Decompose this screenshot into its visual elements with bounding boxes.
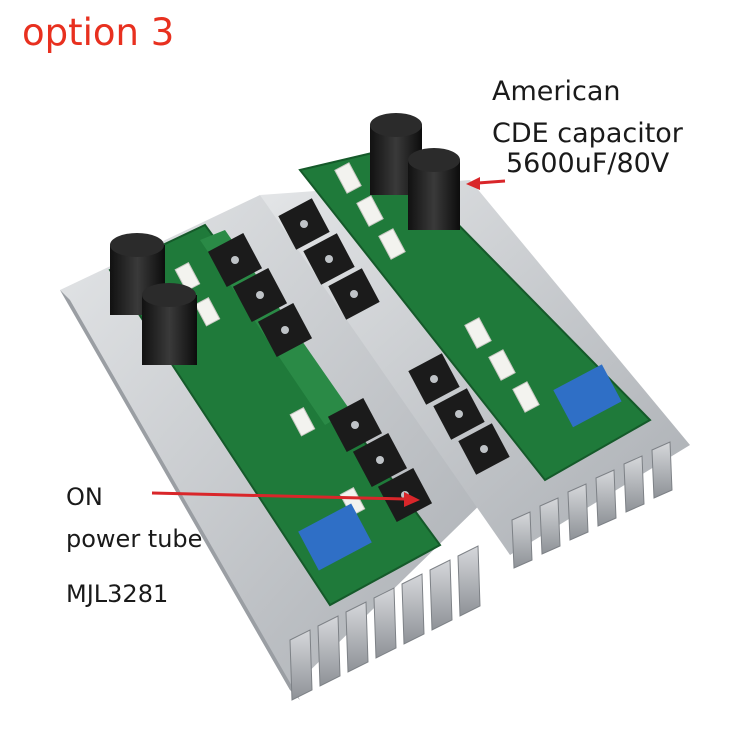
left-relay	[298, 503, 372, 571]
capacitor-origin-label: American	[492, 76, 621, 107]
right-capacitors	[370, 113, 460, 230]
right-relay	[553, 364, 622, 428]
option-title: option 3	[22, 11, 175, 54]
transistor-type-label: power tube	[66, 525, 203, 553]
resistor-blocks	[174, 162, 540, 517]
right-transistor-screws	[300, 220, 488, 453]
capacitor-brand-label: CDE capacitor	[492, 118, 683, 149]
transistor-maker-label: ON	[66, 483, 103, 511]
capacitor-rating-label: 5600uF/80V	[506, 148, 670, 179]
left-capacitors	[110, 233, 197, 365]
transistor-model-label: MJL3281	[66, 580, 169, 608]
capacitor-arrow	[466, 177, 506, 190]
transistor-arrow	[151, 491, 420, 507]
